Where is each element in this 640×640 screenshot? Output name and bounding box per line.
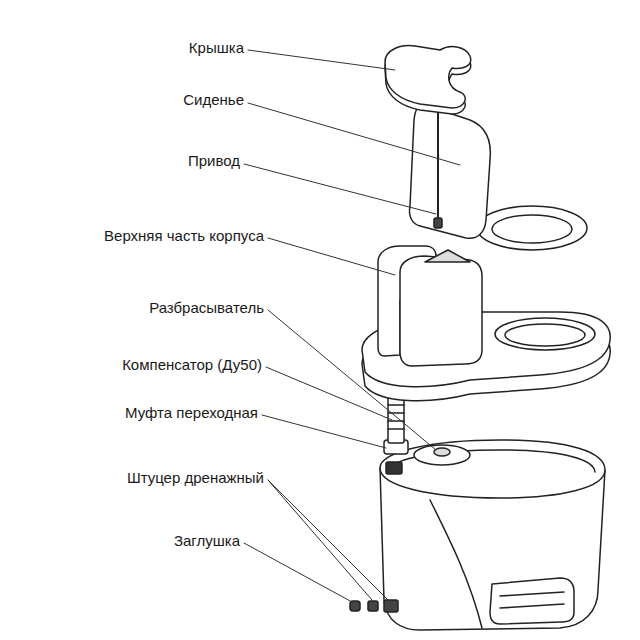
tower-dome [425,250,470,262]
seat-ring-outer [477,206,587,250]
part-label: Штуцер дренажный [127,468,264,488]
part-label: Заглушка [174,531,240,551]
spreader-hub [434,448,450,456]
leader-line [268,480,372,600]
drive-rod [437,100,439,220]
drive-pin [434,218,442,228]
front-tower [400,256,482,366]
leader-line [268,480,388,600]
leader-line [248,103,460,165]
tank-vent-slot [500,592,564,608]
part-label: Верхняя часть корпуса [104,226,264,246]
seat-ring-inner [492,215,572,243]
part-label: Компенсатор (Ду50) [122,355,262,375]
tank-vent [490,578,574,624]
leader-line [266,367,392,420]
part-label: Сиденье [183,90,244,110]
leader-line [268,238,395,275]
part-label: Муфта переходная [125,403,258,423]
tray-hole-outer [495,318,595,350]
leader-line [244,543,352,602]
part-label: Крышка [189,38,244,58]
leader-line [268,310,436,450]
tank-top [380,440,605,498]
plug [350,601,360,611]
tank-inlet [386,462,402,474]
tank-curve [430,500,482,628]
leader-lines [244,50,460,602]
leader-line [244,164,436,214]
leader-line [248,50,395,70]
spreader-disk [414,445,470,465]
seat-panel [409,105,490,238]
part-label: Разбрасыватель [149,298,264,318]
part-label: Привод [188,151,240,171]
tray-hole-inner [505,324,585,346]
leader-line [262,415,386,448]
drain-fitting-nut [368,601,378,611]
drain-fitting [384,600,398,612]
lid [385,46,471,108]
